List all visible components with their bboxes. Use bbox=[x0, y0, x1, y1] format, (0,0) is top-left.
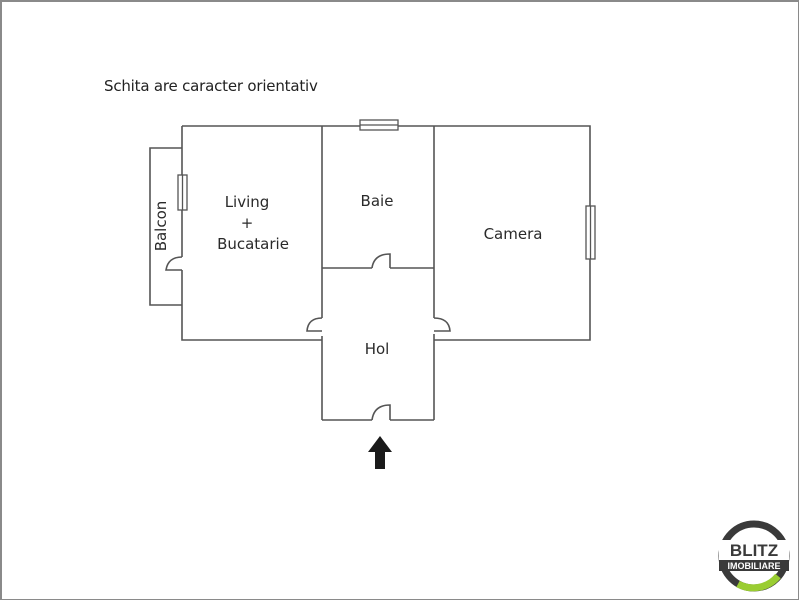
door-camera bbox=[433, 317, 451, 332]
windows bbox=[177, 119, 596, 260]
door-living bbox=[306, 317, 323, 332]
logo-text-top: BLITZ bbox=[730, 541, 778, 560]
label-living: Living bbox=[225, 193, 270, 211]
label-camera: Camera bbox=[484, 225, 543, 243]
label-bucatarie: Bucatarie bbox=[217, 235, 289, 253]
door-balcon bbox=[165, 256, 183, 271]
living-walls bbox=[181, 125, 591, 421]
logo-text-bottom: IMOBILIARE bbox=[728, 561, 781, 571]
label-balcon: Balcon bbox=[152, 201, 170, 252]
entrance-arrow-icon bbox=[368, 436, 392, 469]
balcony-walls bbox=[149, 147, 182, 306]
blitz-logo: BLITZ IMOBILIARE bbox=[718, 520, 790, 592]
disclaimer-note: Schita are caracter orientativ bbox=[104, 77, 318, 95]
door-entrance bbox=[371, 404, 391, 421]
label-living-plus: + bbox=[241, 214, 254, 232]
door-swings bbox=[165, 253, 451, 421]
label-hol: Hol bbox=[365, 340, 390, 358]
door-baie bbox=[371, 253, 391, 269]
label-baie: Baie bbox=[361, 192, 394, 210]
